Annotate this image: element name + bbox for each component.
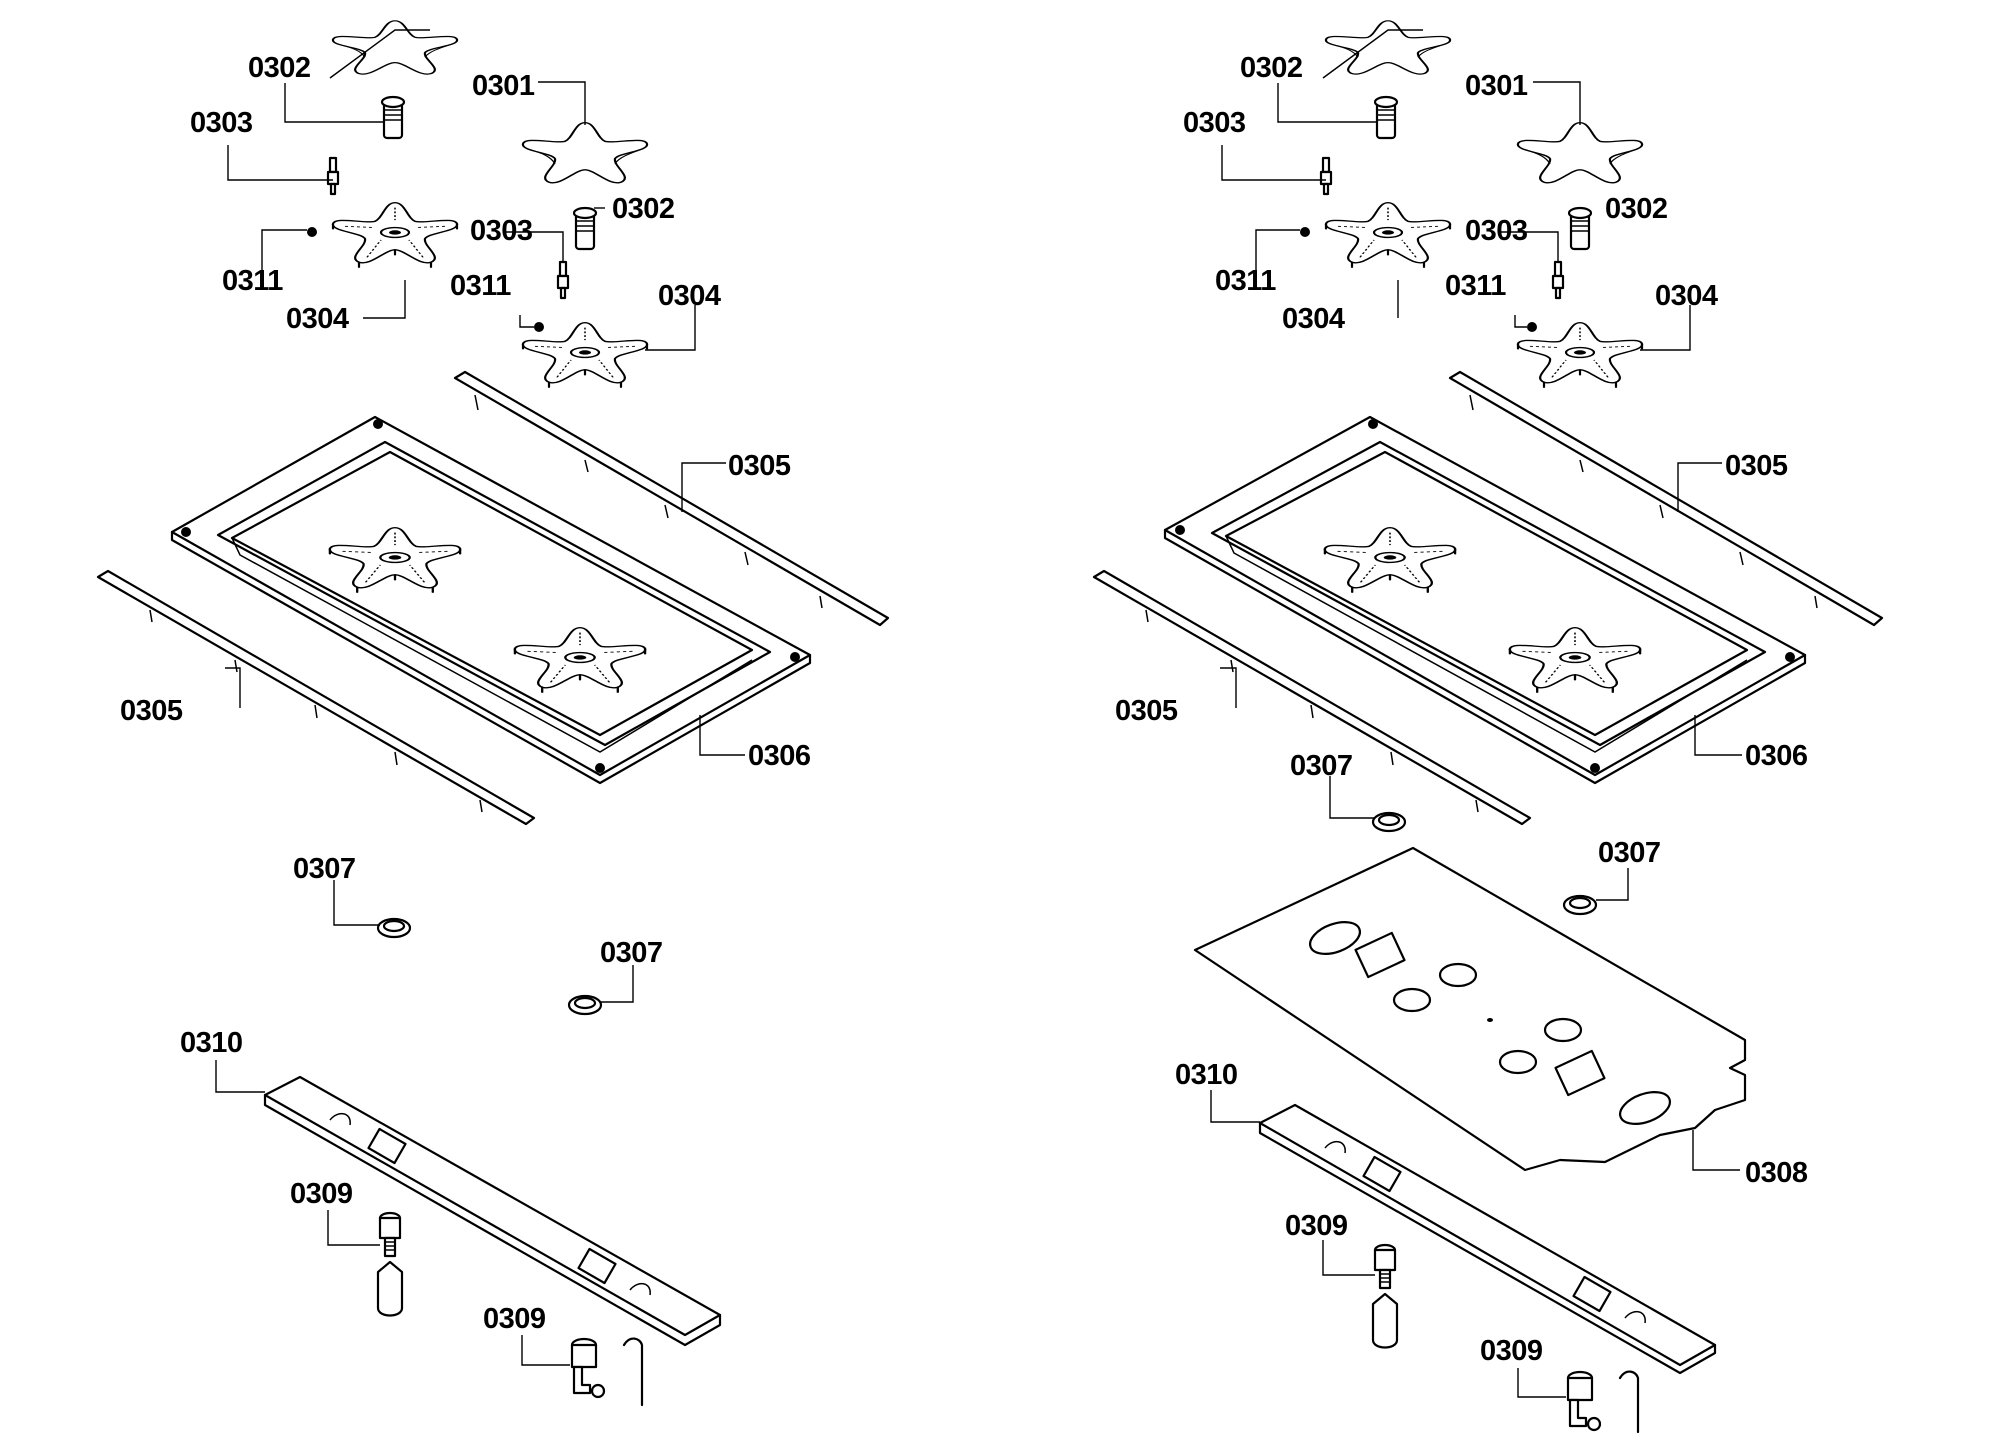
label-0305-left-lower: 0305 [120,695,183,727]
valve-pipe-left [622,1337,644,1407]
part-labels: 0302 0301 0303 0302 0303 0311 0311 0304 … [120,52,1808,1367]
burner-cap-right-b [1516,121,1644,184]
burner-cap-left-a [331,19,459,76]
label-0306-left: 0306 [748,740,811,772]
screw-left-a [307,227,317,237]
valve-rail-right [1258,1103,1717,1375]
heat-shield-plate-right [1193,846,1747,1172]
burner-base-right-a [1324,201,1452,269]
screw-left-b [534,322,544,332]
gas-valve-left-b [570,1337,606,1399]
label-0309-left-b: 0309 [483,1303,546,1335]
screw-right-a [1300,227,1310,237]
screw-right-b [1527,322,1537,332]
label-0304-right-b: 0304 [1655,280,1718,312]
label-0307-left-b: 0307 [600,937,663,969]
gas-valve-right-a [1371,1243,1399,1349]
hob-tray-right [1163,415,1807,785]
label-0307-right-a: 0307 [1290,750,1353,782]
gasket-left-b [567,994,603,1016]
label-0303-left-a: 0303 [190,107,253,139]
label-0302-left-a: 0302 [248,52,311,84]
label-0302-right-a: 0302 [1240,52,1303,84]
label-0303-left-b: 0303 [470,215,533,247]
nozzle-right-a [1373,95,1399,140]
label-0309-right-b: 0309 [1480,1335,1543,1367]
label-0302-left-b: 0302 [612,193,675,225]
leader-lines [215,29,1742,1398]
label-0303-right-a: 0303 [1183,107,1246,139]
label-0308-right: 0308 [1745,1157,1808,1189]
valve-rail-left [263,1075,722,1347]
electrode-right-b [1551,260,1565,300]
label-0311-left-b: 0311 [450,270,511,302]
label-0303-right-b: 0303 [1465,215,1528,247]
electrode-left-a [326,156,340,196]
label-0307-left-a: 0307 [293,853,356,885]
label-0307-right-b: 0307 [1598,837,1661,869]
burner-cap-right-a [1324,19,1452,76]
label-0304-left-b: 0304 [658,280,721,312]
label-0311-left-a: 0311 [222,265,283,297]
hob-tray-left [170,415,812,785]
label-0311-right-a: 0311 [1215,265,1276,297]
gas-valve-left-a [376,1211,404,1317]
burner-base-left-a [331,201,459,269]
side-strip-left-upper [453,370,890,627]
gas-valve-right-b [1566,1370,1602,1432]
nozzle-left-a [380,95,406,140]
label-0304-right-a: 0304 [1282,303,1345,335]
nozzle-left-b [572,206,598,251]
label-0309-left-a: 0309 [290,1178,353,1210]
label-0306-right: 0306 [1745,740,1808,772]
side-strip-right-lower [1092,569,1532,826]
label-0309-right-a: 0309 [1285,1210,1348,1242]
valve-pipe-right [1618,1370,1640,1434]
gasket-right-b [1562,894,1598,916]
burner-base-left-b [521,321,649,389]
gasket-right-a [1371,811,1407,833]
label-0305-left-upper: 0305 [728,450,791,482]
label-0305-right-lower: 0305 [1115,695,1178,727]
label-0304-left-a: 0304 [286,303,349,335]
gasket-left-a [376,917,412,939]
label-0305-right-upper: 0305 [1725,450,1788,482]
label-0302-right-b: 0302 [1605,193,1668,225]
burner-base-right-b [1516,321,1644,389]
label-0311-right-b: 0311 [1445,270,1506,302]
label-0301-left: 0301 [472,70,535,102]
nozzle-right-b [1567,206,1593,251]
label-0310-right: 0310 [1175,1059,1238,1091]
side-strip-left-lower [96,569,536,826]
label-0301-right: 0301 [1465,70,1528,102]
right-assembly [1092,19,1884,1434]
electrode-left-b [556,260,570,300]
left-assembly [96,19,890,1407]
side-strip-right-upper [1448,370,1884,627]
label-0310-left: 0310 [180,1027,243,1059]
burner-cap-left-b [521,121,649,184]
electrode-right-a [1319,156,1333,196]
